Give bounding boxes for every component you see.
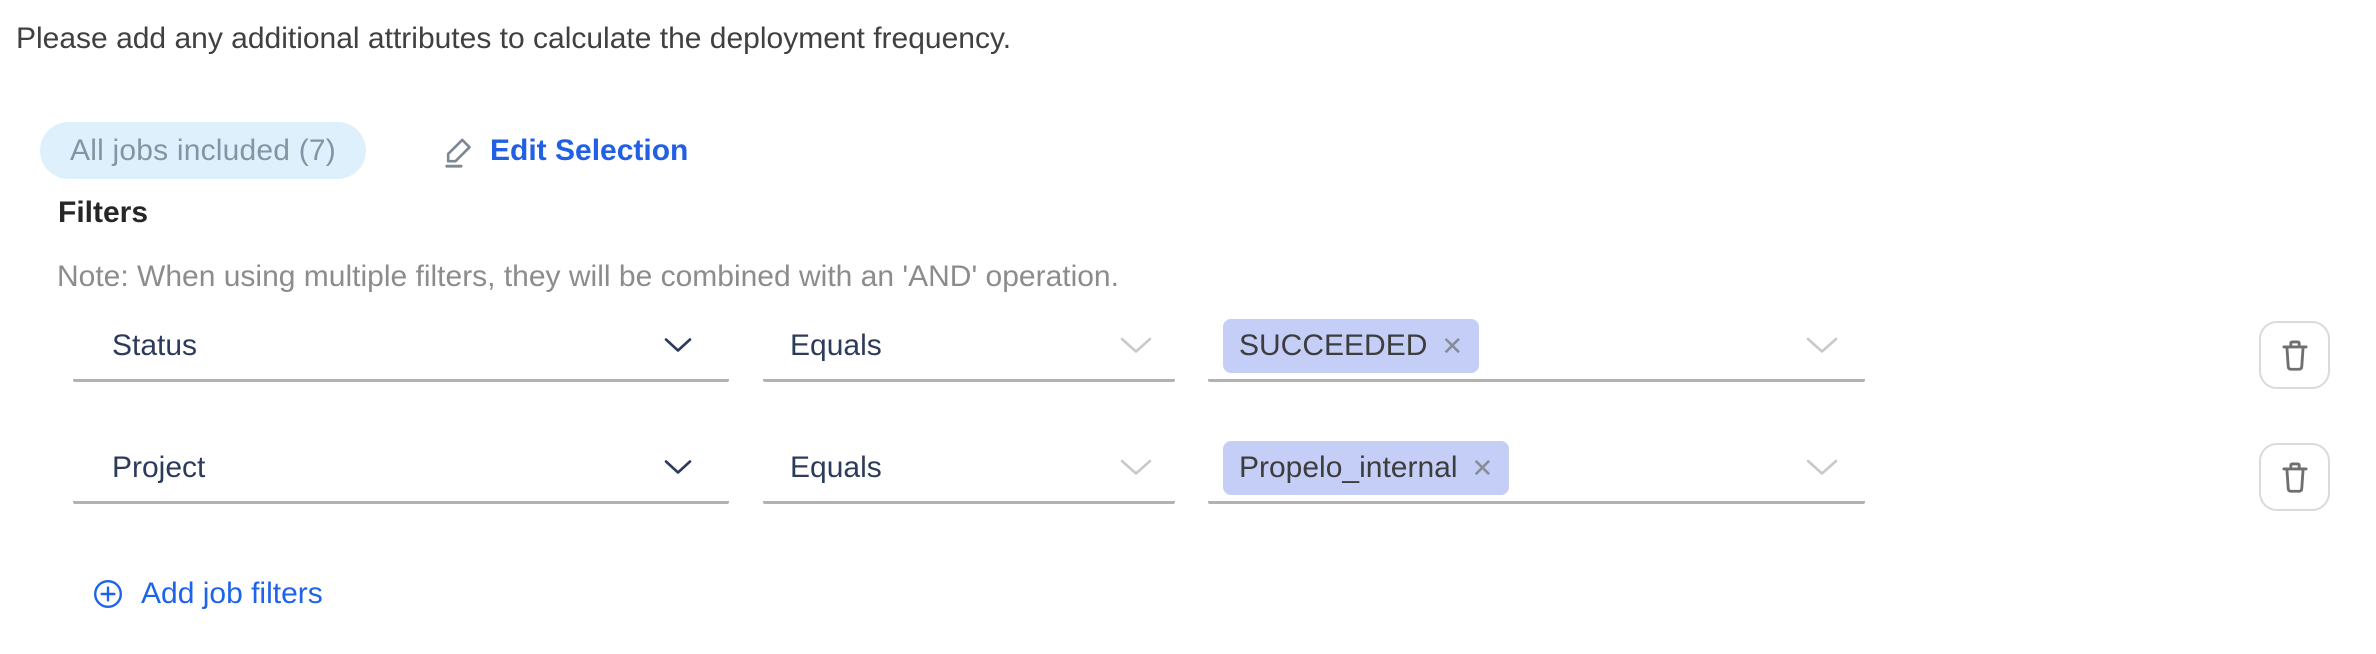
operator-select[interactable]: Equals (763, 434, 1175, 504)
intro-text: Please add any additional attributes to … (16, 22, 1012, 55)
operator-value: Equals (790, 450, 882, 484)
operator-select[interactable]: Equals (763, 312, 1175, 382)
operator-value: Equals (790, 328, 882, 362)
value-multiselect[interactable]: SUCCEEDED ✕ (1208, 312, 1865, 382)
edit-selection-label: Edit Selection (490, 133, 689, 167)
trash-icon (2277, 335, 2313, 375)
edit-selection-link[interactable]: Edit Selection (440, 122, 688, 179)
add-job-filters-label: Add job filters (141, 577, 323, 610)
plus-circle-icon (92, 578, 124, 610)
attribute-select[interactable]: Status (73, 312, 729, 382)
value-tag: SUCCEEDED ✕ (1223, 318, 1480, 373)
filter-row-status: Status Equals SUCCEEDED ✕ (0, 312, 2376, 434)
jobs-included-badge: All jobs included (7) (40, 122, 366, 179)
add-job-filters-link[interactable]: Add job filters (92, 574, 323, 614)
value-tag-label: Propelo_internal (1239, 450, 1458, 484)
remove-value-icon[interactable]: ✕ (1471, 452, 1494, 483)
chevron-down-icon (1805, 336, 1839, 355)
value-multiselect[interactable]: Propelo_internal ✕ (1208, 434, 1865, 504)
remove-value-icon[interactable]: ✕ (1441, 330, 1464, 361)
edit-pencil-icon (440, 132, 478, 170)
trash-icon (2277, 457, 2313, 497)
filters-heading: Filters (58, 196, 149, 229)
chevron-down-icon (1119, 458, 1153, 477)
value-tag-label: SUCCEEDED (1239, 328, 1428, 362)
chevron-down-icon (1119, 336, 1153, 355)
chevron-down-icon (663, 337, 693, 354)
value-tag: Propelo_internal ✕ (1223, 440, 1510, 495)
attribute-value: Status (112, 328, 198, 362)
chevron-down-icon (1805, 458, 1839, 477)
delete-filter-button[interactable] (2259, 321, 2330, 389)
attribute-select[interactable]: Project (73, 434, 729, 504)
filters-note: Note: When using multiple filters, they … (57, 260, 1119, 293)
filter-row-project: Project Equals Propelo_internal ✕ (0, 434, 2376, 556)
chevron-down-icon (663, 459, 693, 476)
attribute-value: Project (112, 450, 206, 484)
job-selection-row: All jobs included (7) Edit Selection (40, 122, 688, 179)
delete-filter-button[interactable] (2259, 443, 2330, 511)
